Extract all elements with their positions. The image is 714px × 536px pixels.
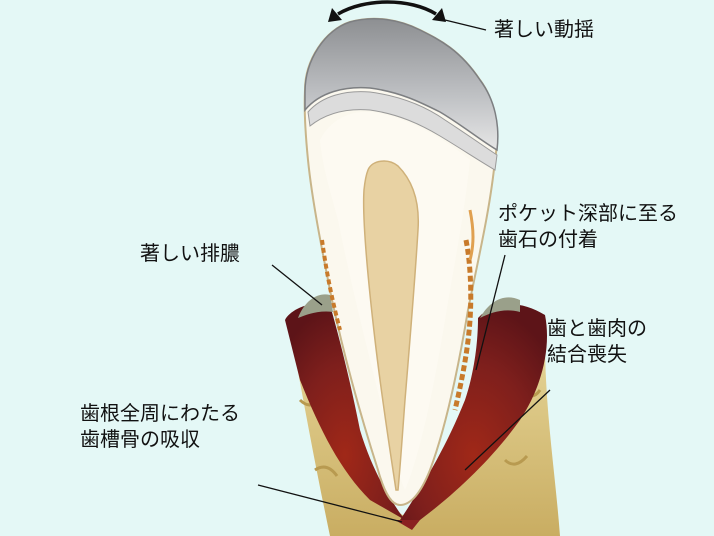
gingiva — [285, 303, 548, 530]
tooth — [303, 17, 499, 507]
enamel — [304, 17, 499, 152]
label-suppuration: 著しい排膿 — [140, 240, 240, 266]
label-suppuration-text: 著しい排膿 — [140, 241, 240, 265]
label-calculus-line1: ポケット深部に至る — [498, 201, 678, 225]
label-bone-line2: 歯槽骨の吸収 — [80, 427, 200, 451]
label-attachment-loss: 歯と歯肉の 結合喪失 — [547, 315, 647, 367]
label-attachment-line2: 結合喪失 — [547, 342, 627, 366]
label-bone-resorption: 歯根全周にわたる 歯槽骨の吸収 — [80, 400, 240, 452]
label-calculus: ポケット深部に至る 歯石の付着 — [498, 200, 678, 252]
leader-lines — [257, 19, 551, 523]
calculus-deposits — [320, 209, 475, 411]
pulp — [362, 160, 420, 491]
label-bone-line1: 歯根全周にわたる — [80, 401, 240, 425]
pus-exudate — [298, 294, 333, 318]
label-mobility-text: 著しい動揺 — [494, 17, 594, 41]
label-attachment-line1: 歯と歯肉の — [547, 316, 647, 340]
label-calculus-line2: 歯石の付着 — [498, 227, 598, 251]
mobility-arrow-icon — [328, 0, 446, 22]
label-mobility: 著しい動揺 — [494, 16, 594, 42]
